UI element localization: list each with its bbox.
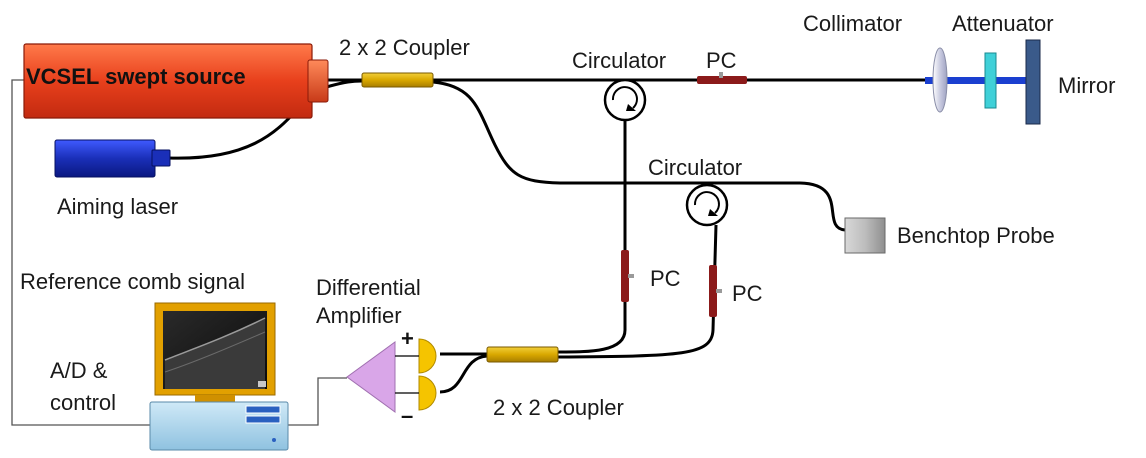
pc-right xyxy=(709,265,722,317)
circulator-mid xyxy=(685,183,729,227)
reference-arm-optics xyxy=(925,39,1041,125)
monitor xyxy=(154,302,276,403)
aiming-laser xyxy=(54,139,171,178)
mirror-label: Mirror xyxy=(1058,73,1116,98)
reference-comb-label: Reference comb signal xyxy=(20,269,246,294)
benchtop-probe xyxy=(844,217,886,254)
coupler-top-label: 2 x 2 Coupler xyxy=(339,35,470,60)
amplifier-label: Amplifier xyxy=(316,303,402,328)
aiming-laser-label: Aiming laser xyxy=(57,194,179,219)
pc-top xyxy=(697,72,747,84)
circulator-top xyxy=(603,78,647,122)
control-wire xyxy=(11,79,150,426)
coupler-bottom-label: 2 x 2 Coupler xyxy=(493,395,624,420)
differential-label: Differential xyxy=(316,275,421,300)
circulator-top-label: Circulator xyxy=(572,48,667,73)
bottom-coupler xyxy=(486,346,559,363)
collimator-lens xyxy=(932,47,948,113)
pc-top-label: PC xyxy=(706,48,737,73)
pc-left xyxy=(621,250,634,302)
attenuator-plate xyxy=(984,52,997,109)
attenuator-label: Attenuator xyxy=(952,11,1054,36)
computer-box xyxy=(149,401,289,451)
balanced-detectors xyxy=(418,338,437,411)
collimator-label: Collimator xyxy=(803,11,903,36)
plus-sign: + xyxy=(401,326,414,351)
benchtop-probe-label: Benchtop Probe xyxy=(897,223,1055,248)
ad-label: A/D & xyxy=(50,358,108,383)
mirror-block xyxy=(1025,39,1041,125)
top-coupler xyxy=(361,72,434,88)
circulator-mid-label: Circulator xyxy=(648,155,743,180)
vcsel-swept-source xyxy=(23,43,329,119)
vcsel-swept-source-label: VCSEL swept source xyxy=(26,64,246,89)
pc-left-label: PC xyxy=(650,266,681,291)
pc-right-label: PC xyxy=(732,281,763,306)
minus-sign: – xyxy=(401,403,414,428)
control-label: control xyxy=(50,390,117,415)
amplifier-to-computer-wire xyxy=(288,377,347,426)
differential-amplifier xyxy=(346,341,396,413)
fiber-paths xyxy=(167,78,925,394)
